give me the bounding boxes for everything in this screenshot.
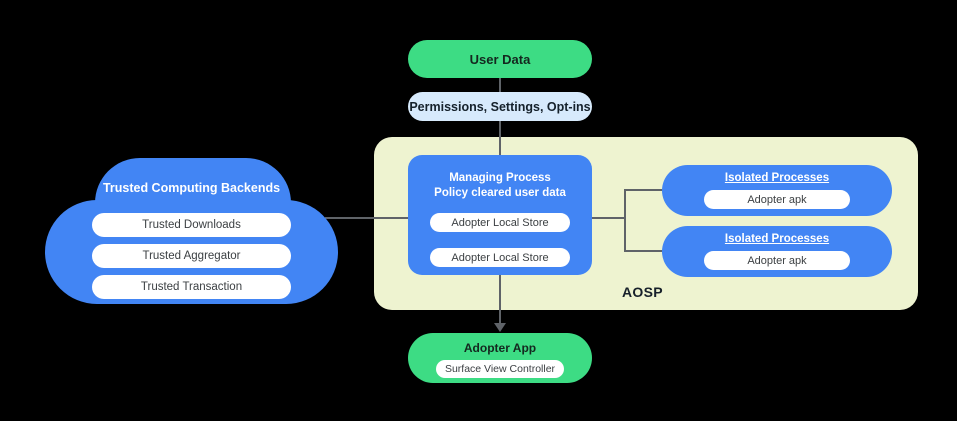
arrowhead-down-adopter-app — [494, 323, 506, 332]
adopter-apk-pill[interactable]: Adopter apk — [704, 251, 850, 270]
connector-managing-process-to-adopter-app — [499, 275, 501, 325]
user-data-box[interactable]: User Data — [408, 40, 592, 78]
permissions-label: Permissions, Settings, Opt-ins — [409, 99, 591, 114]
isolated-processes-box[interactable]: Isolated Processes Adopter apk — [662, 226, 892, 277]
trusted-downloads-pill[interactable]: Trusted Downloads — [92, 213, 291, 237]
managing-process-box[interactable]: Managing Process Policy cleared user dat… — [408, 155, 592, 275]
trusted-aggregator-pill[interactable]: Trusted Aggregator — [92, 244, 291, 268]
managing-process-title-line-2: Policy cleared user data — [434, 187, 566, 199]
connector-managing-process-to-fork — [592, 217, 625, 219]
connector-permissions-to-managing-process — [499, 121, 501, 155]
connector-fork-to-isolated-1 — [624, 189, 664, 191]
trusted-transaction-label: Trusted Transaction — [140, 281, 243, 293]
managing-process-title: Managing Process Policy cleared user dat… — [408, 171, 592, 201]
isolated-processes-title: Isolated Processes — [724, 233, 830, 245]
adopter-app-box[interactable]: Adopter App Surface View Controller — [408, 333, 592, 383]
adopter-local-store-label: Adopter Local Store — [451, 216, 549, 229]
surface-view-controller-label: Surface View Controller — [444, 363, 556, 375]
adopter-apk-pill[interactable]: Adopter apk — [704, 190, 850, 209]
managing-process-title-line-1: Managing Process — [449, 172, 551, 184]
trusted-computing-backends-cloud[interactable]: Trusted Computing Backends Trusted Downl… — [45, 158, 338, 304]
adopter-apk-label: Adopter apk — [747, 254, 807, 267]
trusted-transaction-pill[interactable]: Trusted Transaction — [92, 275, 291, 299]
isolated-processes-title: Isolated Processes — [724, 172, 830, 184]
adopter-local-store-label: Adopter Local Store — [451, 251, 549, 264]
trusted-computing-backends-title: Trusted Computing Backends — [102, 181, 281, 195]
adopter-app-title: Adopter App — [463, 341, 537, 355]
user-data-label: User Data — [469, 51, 531, 67]
isolated-processes-box[interactable]: Isolated Processes Adopter apk — [662, 165, 892, 216]
adopter-apk-label: Adopter apk — [747, 193, 807, 206]
permissions-settings-optins-box[interactable]: Permissions, Settings, Opt-ins — [408, 92, 592, 121]
connector-fork-to-isolated-2 — [624, 250, 664, 252]
trusted-downloads-label: Trusted Downloads — [142, 219, 241, 231]
aosp-label: AOSP — [622, 284, 663, 300]
connector-fork-vertical — [624, 189, 626, 251]
adopter-local-store-pill[interactable]: Adopter Local Store — [430, 213, 570, 232]
surface-view-controller-pill[interactable]: Surface View Controller — [436, 360, 564, 378]
adopter-local-store-pill[interactable]: Adopter Local Store — [430, 248, 570, 267]
trusted-aggregator-label: Trusted Aggregator — [142, 250, 241, 262]
connector-backends-to-managing-process — [325, 217, 408, 219]
connector-userdata-to-permissions — [499, 78, 501, 92]
